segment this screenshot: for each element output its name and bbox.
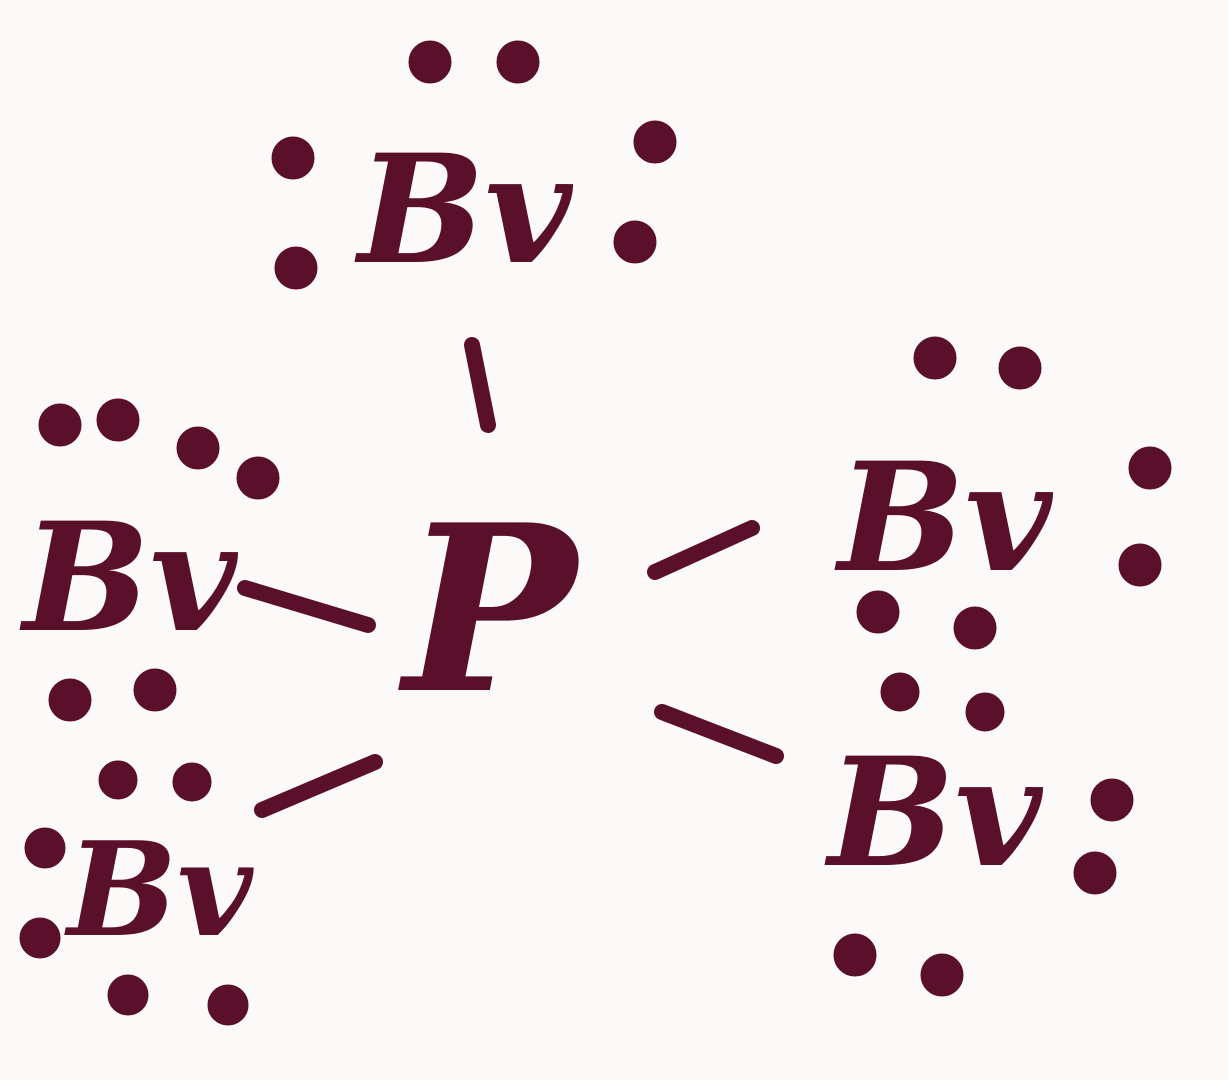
atom-label-bottom-right: Bv [824, 725, 1044, 901]
electron-dot [98, 760, 138, 800]
atom-label-bottom-left: Bv [63, 813, 254, 966]
electron-dot [24, 827, 66, 869]
electron-dot [1090, 778, 1134, 822]
lone-pairs-right [856, 336, 1172, 650]
electron-dot [38, 403, 82, 447]
atom-label-left: Bv [19, 490, 239, 666]
electron-dot [96, 398, 140, 442]
electron-dot [176, 426, 220, 470]
electron-dot [613, 220, 657, 264]
electron-dot [880, 672, 920, 712]
bond-bottom-left [254, 754, 383, 818]
central-atom-label: P [398, 475, 583, 745]
electron-dot [408, 40, 452, 84]
electron-dot [19, 917, 61, 959]
bond-top [464, 337, 496, 433]
electron-dot [236, 456, 280, 500]
lone-pairs-left [38, 398, 280, 722]
electron-dot [1073, 851, 1117, 895]
electron-dot [1118, 543, 1162, 587]
bond-left [237, 580, 376, 633]
lone-pairs-bottom-left [19, 760, 249, 1026]
electron-dot [172, 762, 212, 802]
electron-dot [133, 668, 177, 712]
electron-dot [207, 984, 249, 1026]
atom-label-top: Bv [354, 122, 574, 298]
electron-dot [274, 246, 318, 290]
electron-dot [107, 974, 149, 1016]
electron-dot [998, 346, 1042, 390]
electron-dot [856, 590, 900, 634]
electron-dot [965, 692, 1005, 732]
lone-pairs-top [271, 40, 677, 290]
electron-dot [920, 953, 964, 997]
bond-bottom-right [654, 704, 784, 764]
electron-dot [953, 606, 997, 650]
bond-right [647, 520, 760, 580]
electron-dot [913, 336, 957, 380]
electron-dot [833, 933, 877, 977]
electron-dot [633, 120, 677, 164]
atom-label-right: Bv [834, 430, 1054, 606]
electron-dot [1128, 446, 1172, 490]
electron-dot [48, 678, 92, 722]
electron-dot [496, 40, 540, 84]
electron-dot [271, 136, 315, 180]
lone-pairs-bottom-right [833, 672, 1134, 997]
